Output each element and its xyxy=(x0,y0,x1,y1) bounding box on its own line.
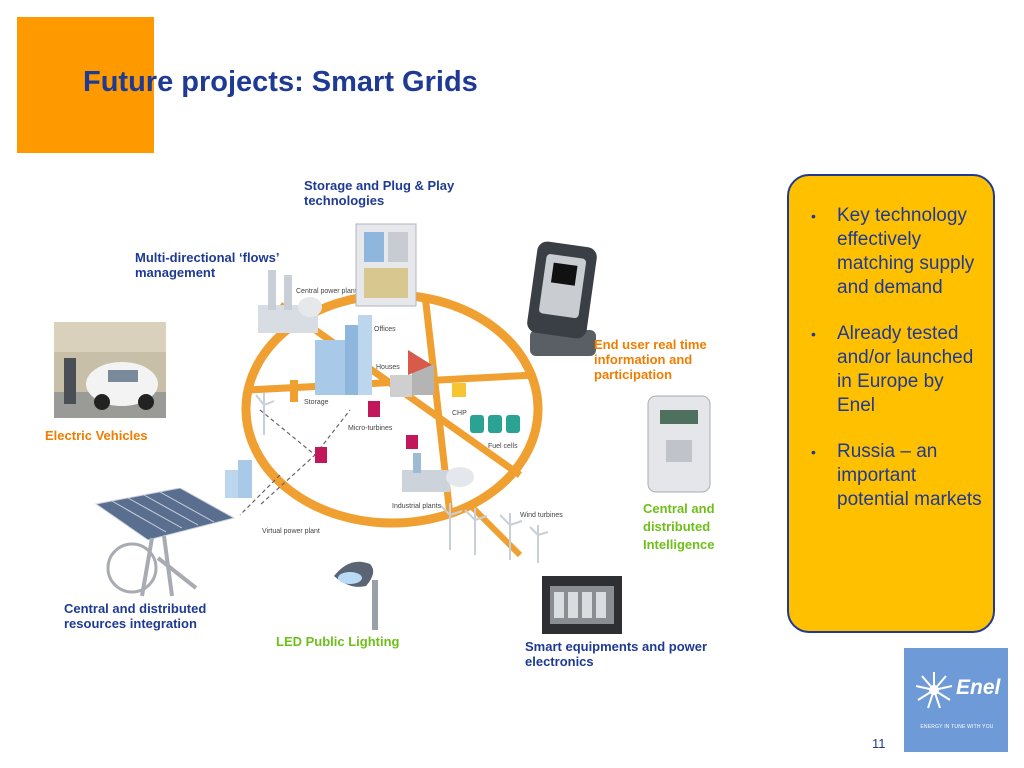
chp-icon xyxy=(452,383,466,397)
fuel-cells-icon xyxy=(470,415,520,433)
page-number: 11 xyxy=(872,736,886,751)
enel-tagline: ENERGY IN TUNE WITH YOU xyxy=(912,724,1002,730)
user-terminal-icon xyxy=(512,240,604,362)
key-points-list: • Key technology effectively matching sup… xyxy=(789,176,993,512)
electric-vehicle-photo xyxy=(54,322,166,418)
diagram-label-virtual-power-plant: Virtual power plant xyxy=(262,528,320,535)
diagram-label-central-power-plant: Central power plant xyxy=(296,288,357,295)
bullet-text: Russia – an important potential markets xyxy=(837,441,982,510)
label-storage-plug-play: Storage and Plug & Play technologies xyxy=(304,178,514,208)
label-central-intelligence: Central and distributed Intelligence xyxy=(643,500,753,554)
diagram-label-wind-turbines: Wind turbines xyxy=(520,512,563,519)
diagram-label-storage: Storage xyxy=(304,399,329,406)
bullet-dot-icon: • xyxy=(811,204,816,228)
diagram-label-fuel-cells: Fuel cells xyxy=(488,443,518,450)
enel-logo-text: Enel xyxy=(956,676,1000,700)
key-points-box: • Key technology effectively matching sup… xyxy=(787,174,995,633)
enel-sun-icon xyxy=(914,670,954,710)
diagram-label-houses: Houses xyxy=(376,364,400,371)
bullet-item: • Key technology effectively matching sup… xyxy=(809,204,983,300)
diagram-label-micro-turbines: Micro-turbines xyxy=(348,425,393,432)
bullet-item: • Russia – an important potential markets xyxy=(809,440,983,512)
diagram-label-offices: Offices xyxy=(374,326,396,333)
storage-cabinet-icon xyxy=(352,218,422,310)
led-street-lamp-icon xyxy=(330,556,390,632)
label-multi-directional-flows: Multi-directional ‘flows’ management xyxy=(135,250,335,280)
bullet-dot-icon: • xyxy=(811,440,816,464)
label-end-user-info: End user real time information and parti… xyxy=(594,337,754,382)
bullet-text: Key technology effectively matching supp… xyxy=(837,205,974,298)
label-central-resources: Central and distributed resources integr… xyxy=(64,601,254,631)
page-title: Future projects: Smart Grids xyxy=(83,66,478,99)
solar-panel-icon xyxy=(92,488,238,600)
bullet-dot-icon: • xyxy=(811,322,816,346)
label-led-lighting: LED Public Lighting xyxy=(276,634,400,649)
diagram-label-industrial-plants: Industrial plants xyxy=(392,503,442,510)
offices-icon xyxy=(315,315,372,395)
smart-meter-icon xyxy=(642,392,716,496)
smart-equipment-icon xyxy=(540,572,624,638)
diagram-label-chp: CHP xyxy=(452,410,467,417)
houses-icon xyxy=(390,350,434,397)
enel-logo: Enel ENERGY IN TUNE WITH YOU xyxy=(904,648,1008,752)
bullet-item: • Already tested and/or launched in Europ… xyxy=(809,322,983,418)
bullet-text: Already tested and/or launched in Europe… xyxy=(837,323,973,416)
industrial-plants-icon xyxy=(402,453,474,492)
label-electric-vehicles: Electric Vehicles xyxy=(45,428,148,443)
label-smart-equipment: Smart equipments and power electronics xyxy=(525,639,725,669)
